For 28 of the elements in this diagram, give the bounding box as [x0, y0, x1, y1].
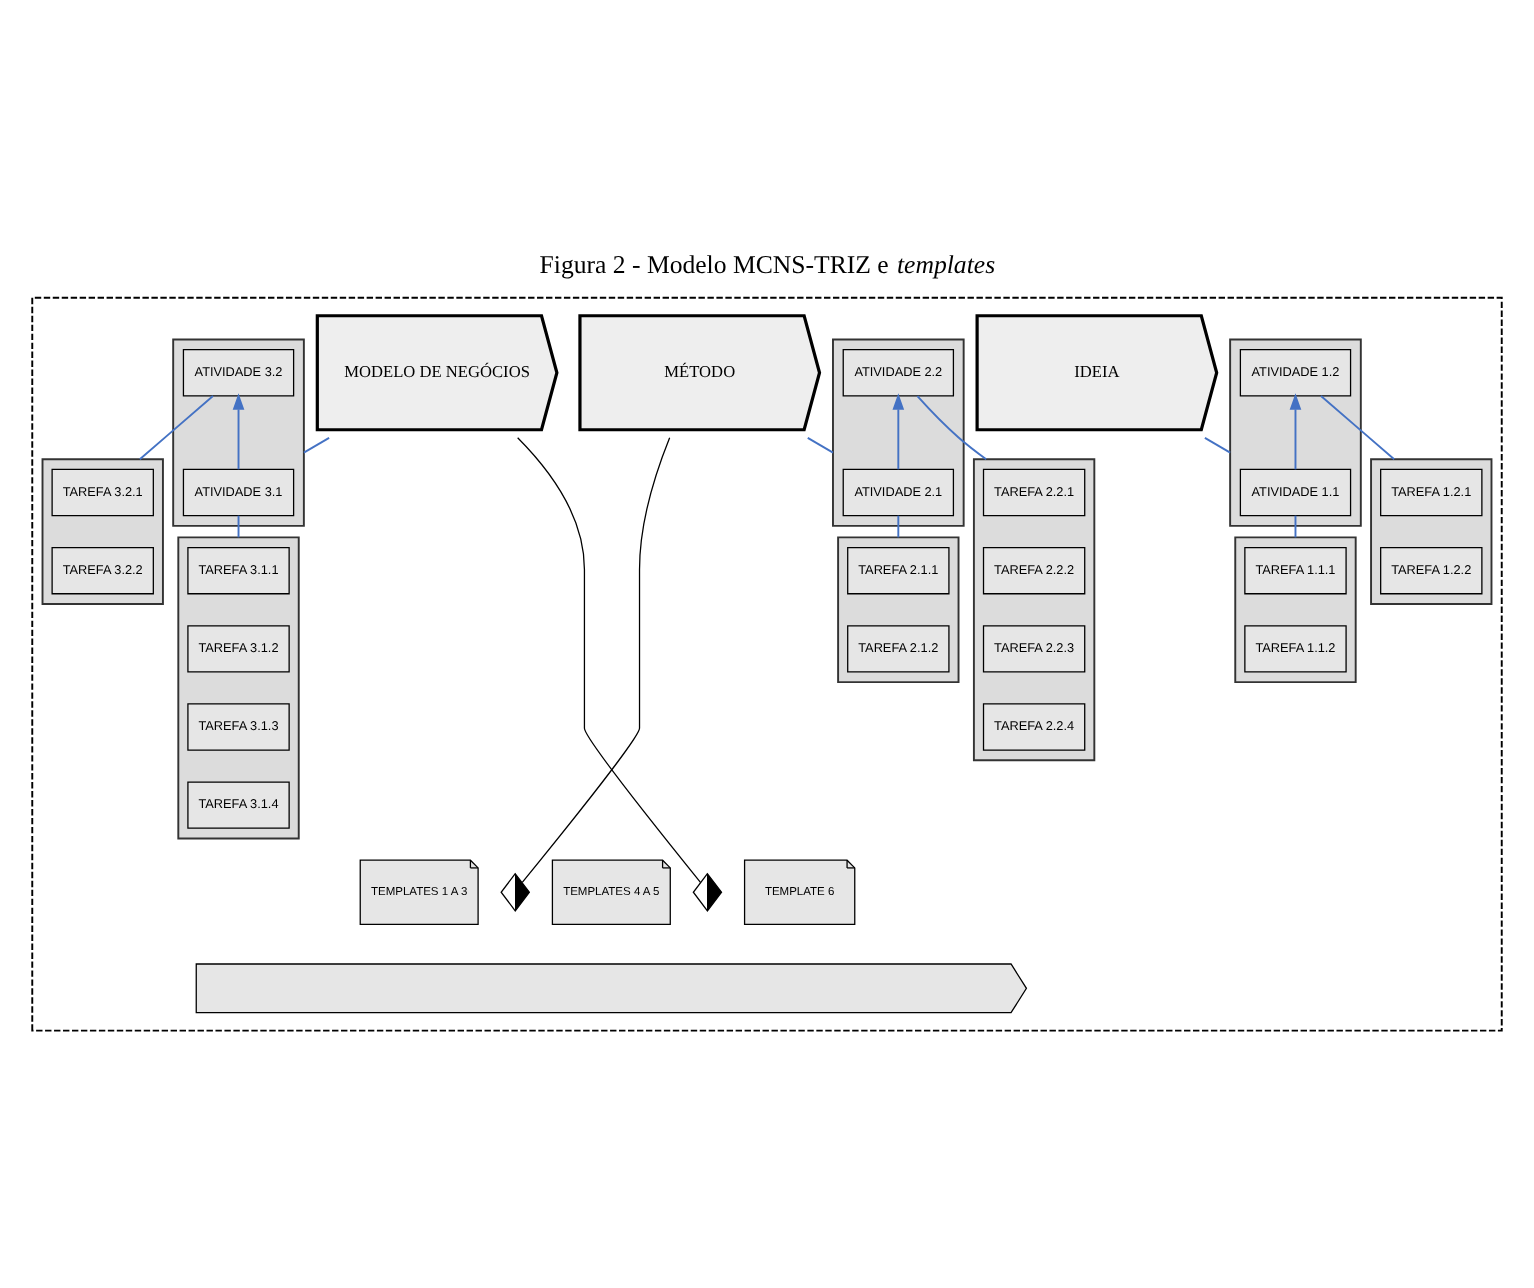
connector — [237, 513, 240, 538]
cluster — [41, 457, 164, 604]
cluster — [972, 457, 1096, 761]
connector — [806, 435, 834, 453]
connector — [1294, 513, 1297, 538]
connector — [517, 436, 702, 882]
connector — [1203, 435, 1232, 453]
arrow — [1289, 392, 1302, 470]
connector — [521, 436, 671, 882]
cluster — [1229, 337, 1362, 526]
connector — [916, 394, 988, 460]
connector — [1320, 394, 1396, 460]
cluster — [1370, 457, 1493, 604]
cluster — [177, 535, 300, 839]
cluster — [837, 535, 960, 683]
cluster — [172, 337, 305, 526]
cluster — [31, 295, 1503, 1031]
arrow — [232, 392, 245, 470]
node-arrow — [195, 962, 1028, 1013]
cluster — [832, 337, 965, 526]
connector — [897, 513, 900, 538]
connector — [302, 435, 331, 453]
diagram-title: Figura 2 - Modelo MCNS-TRIZ e templates — [539, 250, 996, 279]
arrow — [892, 392, 905, 470]
cluster — [1234, 535, 1357, 683]
node-diamond — [500, 871, 531, 911]
connector — [138, 394, 214, 460]
node-diamond — [692, 871, 723, 911]
